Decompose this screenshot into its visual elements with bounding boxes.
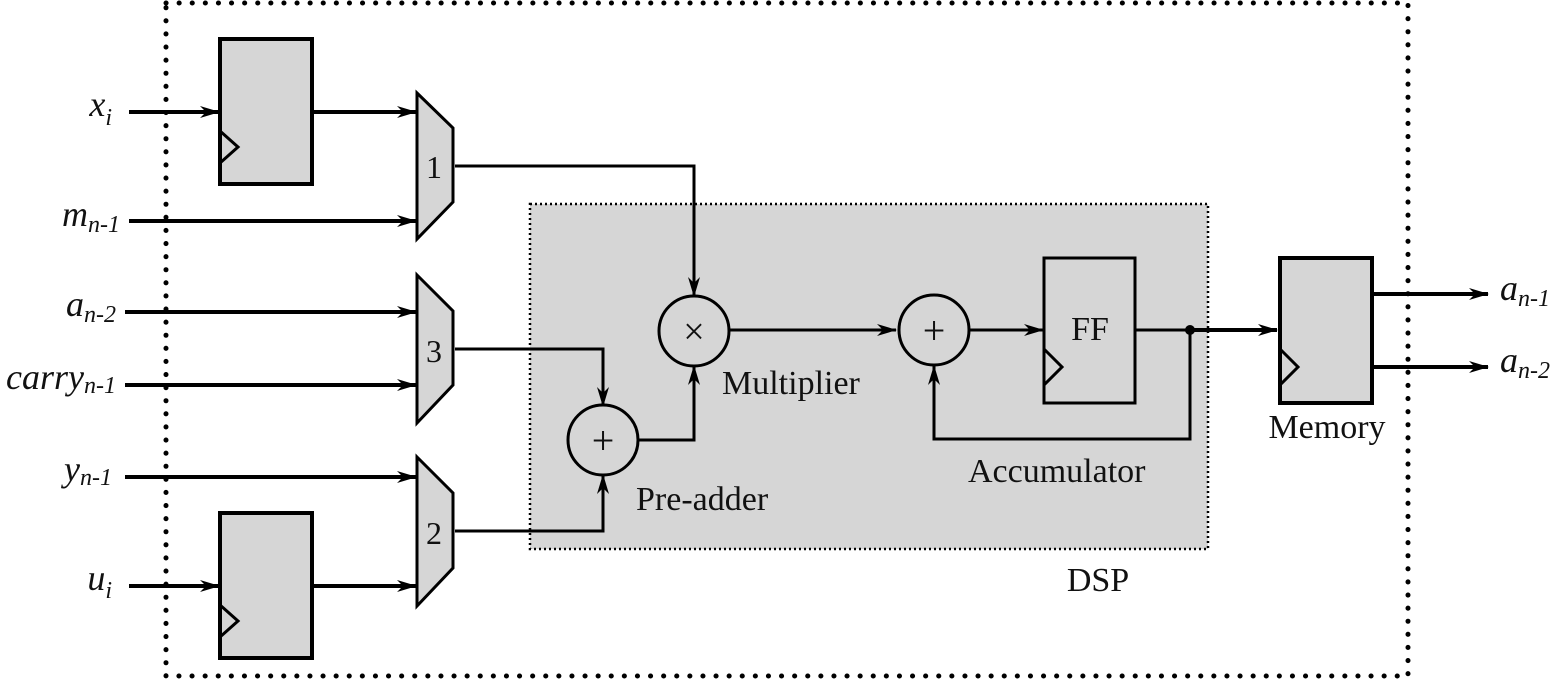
multiply-icon: ×: [683, 311, 704, 353]
input-label-y: yn-1: [61, 449, 112, 491]
wire-accumulator-feedback: [928, 330, 1192, 441]
svg-text:FF: FF: [1071, 311, 1109, 348]
clock-icon: [219, 603, 241, 639]
mux-1: 1: [415, 89, 455, 243]
input-label-u: ui: [87, 558, 112, 604]
pre-adder-label: Pre-adder: [636, 481, 769, 518]
input-label-m: mn-1: [62, 194, 120, 238]
register-u: [218, 511, 314, 660]
wire-mux1-to-multiplier: [455, 164, 700, 297]
input-label-x: xi: [88, 84, 112, 131]
wire-mux3-to-preadder: [455, 347, 609, 407]
dsp-label: DSP: [1067, 562, 1129, 599]
svg-text:1: 1: [426, 149, 442, 185]
plus-icon: +: [923, 308, 946, 353]
mux-3: 3: [415, 271, 455, 427]
output-label-a-n1: an-1: [1500, 268, 1550, 312]
accumulator-flipflop: FF: [1042, 256, 1137, 405]
mux-2: 2: [415, 453, 455, 610]
accumulator-adder: +: [897, 293, 971, 367]
wire-mux2-to-preadder: [455, 474, 609, 533]
clock-icon: [1042, 347, 1065, 387]
memory-block: [1278, 256, 1374, 405]
clock-icon: [219, 129, 241, 165]
accumulator-label: Accumulator: [968, 453, 1146, 490]
svg-text:2: 2: [426, 515, 442, 551]
multiplier-label: Multiplier: [722, 365, 861, 402]
svg-text:3: 3: [426, 333, 442, 369]
input-label-carry: carryn-1: [6, 357, 116, 399]
clock-icon: [1278, 347, 1301, 387]
multiplier: ×: [657, 294, 731, 368]
input-label-a-n2: an-2: [66, 284, 116, 328]
output-label-a-n2: an-2: [1500, 340, 1550, 384]
memory-label: Memory: [1268, 409, 1385, 446]
plus-icon: +: [592, 418, 615, 463]
pre-adder: +: [566, 403, 640, 477]
wire-preadder-to-multiplier: [639, 365, 700, 442]
register-x: [218, 37, 314, 186]
